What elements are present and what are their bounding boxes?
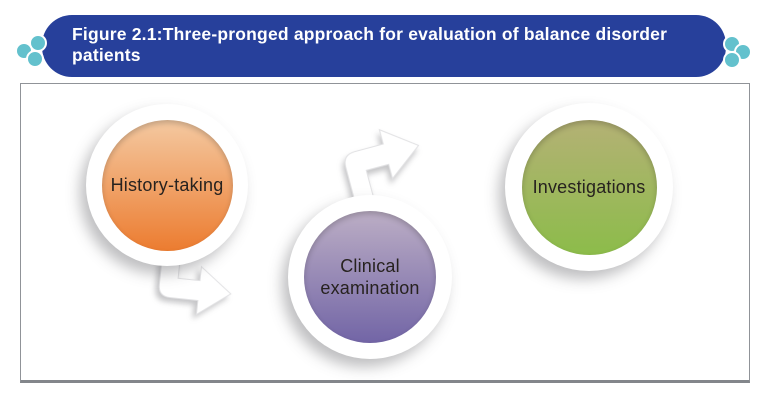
figure-title-line-2: patients [72,45,141,65]
flow-arrow-clinical-to-investigations [330,115,439,214]
step-circle-fill: Investigations [521,119,657,255]
step-circle-fill: History-taking [101,119,233,251]
figure-title-banner: Figure 2.1:Three-pronged approach for ev… [42,15,726,77]
step-label: History-taking [110,175,224,195]
step-circle-fill: Clinical examination [304,211,436,343]
step-label: Clinical examination [320,256,420,298]
step-circle-investigations: Investigations [505,103,673,271]
decor-dot [26,50,44,68]
step-circle-history-taking: History-taking [86,104,248,266]
step-label: Investigations [532,177,646,197]
figure-title-line-1: Figure 2.1:Three-pronged approach for ev… [72,24,668,44]
decor-dot [723,51,741,69]
elbow-up-right-arrow-icon [344,128,420,213]
step-circle-clinical-examination: Clinical examination [288,195,452,359]
